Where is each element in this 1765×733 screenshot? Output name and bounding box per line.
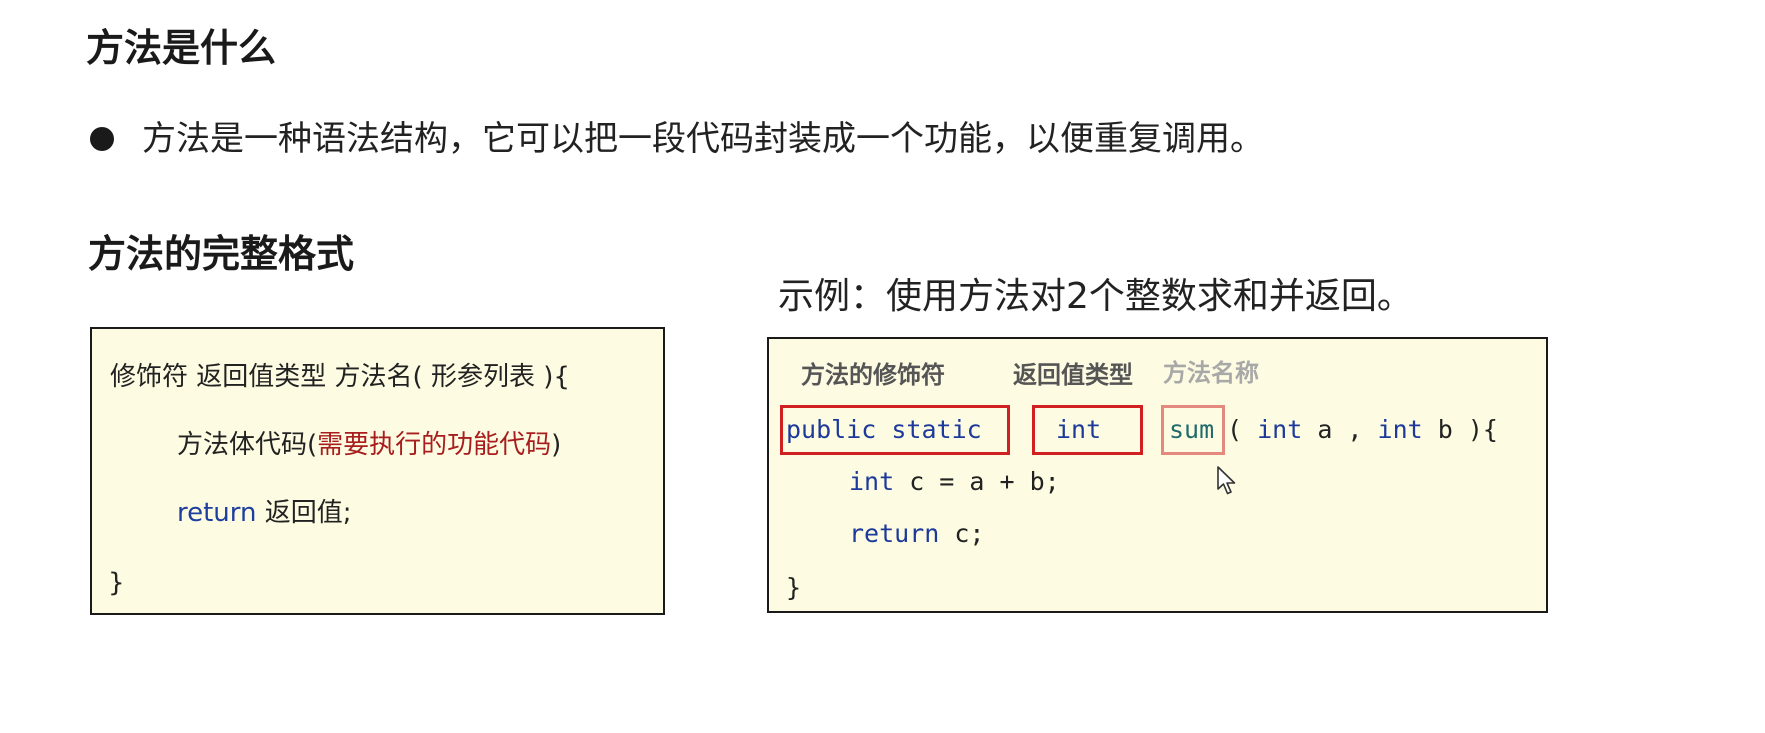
return-type-highlight — [1032, 405, 1143, 455]
code-closing-brace: } — [786, 573, 802, 602]
code-return-line: return c; — [849, 517, 984, 551]
code-modifier: public static — [786, 415, 982, 444]
mouse-cursor-icon — [1217, 466, 1236, 495]
format-return-line: return 返回值; — [177, 495, 352, 531]
code-return-rest: c; — [939, 519, 985, 548]
annotation-modifier: 方法的修饰符 — [801, 361, 945, 389]
example-caption: 示例：使用方法对2个整数求和并返回。 — [778, 276, 1413, 317]
example-box: 方法的修饰符 返回值类型 方法名称 public static int sum … — [767, 337, 1548, 613]
format-body-line: 方法体代码(需要执行的功能代码) — [177, 427, 561, 463]
bullet-text: 方法是一种语法结构，它可以把一段代码封装成一个功能，以便重复调用。 — [142, 119, 1264, 159]
code-sum-line: int c = a + b; — [849, 465, 1060, 499]
code-return-keyword: return — [849, 519, 940, 548]
code-param-token: a , — [1302, 415, 1378, 444]
format-body-prefix: 方法体代码( — [177, 430, 318, 460]
code-param-type: int — [1257, 415, 1303, 444]
annotation-return-type: 返回值类型 — [1013, 361, 1133, 389]
format-box: 修饰符 返回值类型 方法名( 形参列表 ){ 方法体代码(需要执行的功能代码) … — [90, 327, 665, 615]
code-param-token: b ){ — [1422, 415, 1498, 444]
bullet-dot — [90, 127, 114, 151]
annotation-method-name: 方法名称 — [1163, 359, 1259, 387]
code-param-type: int — [1377, 415, 1423, 444]
code-params: ( int a , int b ){ — [1227, 413, 1498, 447]
code-return-type: int — [1056, 415, 1102, 444]
code-sum-keyword: int — [849, 467, 895, 496]
modifier-highlight — [780, 405, 1010, 455]
method-name-highlight — [1161, 405, 1225, 455]
format-body-highlight: 需要执行的功能代码 — [317, 430, 552, 460]
code-method-name: sum — [1169, 415, 1215, 444]
code-sum-rest: c = a + b; — [894, 467, 1060, 496]
format-closing-brace: } — [108, 568, 125, 598]
code-param-token: ( — [1227, 415, 1258, 444]
format-body-suffix: ) — [551, 430, 562, 460]
format-return-rest: 返回值; — [256, 498, 352, 528]
format-return-keyword: return — [177, 498, 257, 528]
page-title: 方法是什么 — [86, 26, 277, 70]
format-signature-line: 修饰符 返回值类型 方法名( 形参列表 ){ — [110, 362, 570, 392]
section-title: 方法的完整格式 — [88, 232, 355, 276]
